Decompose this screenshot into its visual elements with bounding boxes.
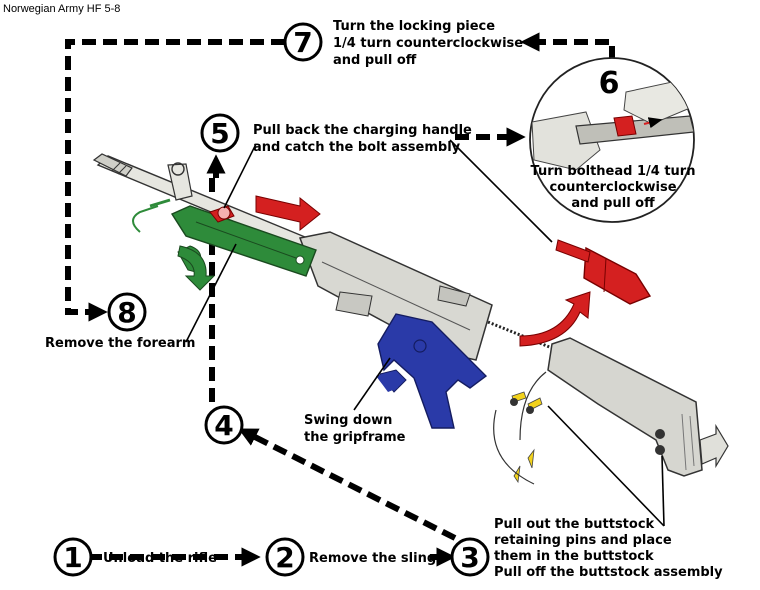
step-7-line-2: 1/4 turn counterclockwise — [333, 36, 523, 51]
step-7-line-3: and pull off — [333, 53, 417, 68]
step-5-number: 5 — [210, 117, 229, 150]
hand-right — [623, 81, 691, 125]
step-1-label: Unload the rifle — [103, 551, 217, 566]
pin-motion-arc — [493, 409, 535, 485]
step-8: 8 Remove the forearm — [45, 292, 195, 351]
arrow-3-to-4 — [238, 428, 457, 541]
step-6-number: 6 — [599, 66, 620, 101]
buttstock — [547, 337, 703, 477]
step-3-badge — [450, 537, 490, 577]
step-4-number: 4 — [214, 409, 233, 442]
step-3-number: 3 — [460, 541, 479, 574]
step-3-line-3: them in the buttstock — [494, 549, 654, 564]
header-title: Norwegian Army HF 5-8 — [3, 3, 120, 15]
gripframe-swing-arrow — [376, 372, 398, 392]
step-2-badge — [265, 537, 305, 577]
step-7-line-1: Turn the locking piece — [333, 19, 495, 34]
leader-lines — [185, 139, 665, 527]
step-3-line-2: retaining pins and place — [494, 533, 672, 548]
step-4-line-1: Swing down — [304, 413, 392, 428]
step-3-line-1: Pull out the buttstock — [494, 517, 655, 532]
step-2-number: 2 — [275, 541, 294, 574]
recoil-spring — [487, 320, 553, 350]
step-4-badge — [204, 405, 244, 445]
bolt-removal-arrow — [519, 291, 591, 347]
buttstock-pull-arrow — [699, 423, 729, 469]
forearm-removal-arrow — [177, 245, 216, 291]
step-6-line-2: counterclockwise — [549, 180, 676, 195]
charging-handle — [209, 195, 321, 232]
step-5-line-2: and catch the bolt assembly — [253, 140, 461, 155]
step-8-number: 8 — [117, 296, 136, 329]
step-5-line-1: Pull back the charging handle — [253, 123, 472, 138]
step-6-detail — [529, 57, 695, 223]
bolt-assembly — [555, 239, 652, 305]
step-6: 6 Turn bolthead 1/4 turn counterclockwis… — [531, 66, 696, 211]
step-3-line-4: Pull off the buttstock assembly — [494, 565, 723, 580]
arrow-7-to-8 — [65, 39, 285, 322]
step-2-label: Remove the sling — [309, 551, 436, 566]
retaining-pins — [510, 391, 543, 484]
barrel — [92, 153, 324, 256]
step-2: 2 Remove the sling — [265, 537, 436, 577]
step-4: 4 Swing down the gripframe — [204, 405, 406, 445]
bolthead-detail — [613, 115, 637, 137]
pin-motion-arc-2 — [519, 371, 547, 441]
step-7: 7 Turn the locking piece 1/4 turn counte… — [283, 19, 523, 68]
step-6-line-3: and pull off — [571, 196, 655, 211]
step-4-line-2: the gripframe — [304, 430, 406, 445]
step-7-badge — [283, 22, 323, 62]
step-6-line-1: Turn bolthead 1/4 turn — [531, 164, 696, 179]
step-5: 5 Pull back the charging handle and catc… — [200, 113, 472, 155]
step-1: 1 Unload the rifle — [53, 537, 217, 577]
step-1-badge — [53, 537, 93, 577]
receiver — [298, 231, 493, 361]
step-7-number: 7 — [293, 26, 312, 59]
step-1-number: 1 — [63, 541, 82, 574]
step-3: 3 Pull out the buttstock retaining pins … — [450, 517, 723, 580]
step-8-badge — [107, 292, 147, 332]
arrow-6-to-7 — [520, 32, 615, 60]
step-5-badge — [200, 113, 240, 153]
step-8-label: Remove the forearm — [45, 336, 195, 351]
rifle-illustration — [92, 153, 729, 485]
